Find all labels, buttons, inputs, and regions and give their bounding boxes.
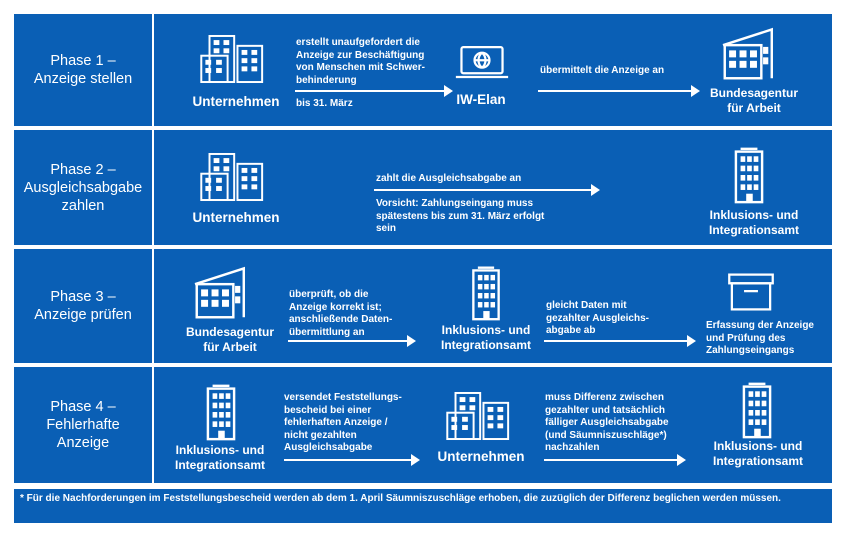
phase-4-mid-actor: Unternehmen [437, 449, 525, 464]
phase-4-step2-text: muss Differenz zwischen gezahlter und ta… [545, 392, 669, 453]
phase-1-actor-to: Bundesagentur für Arbeit [709, 86, 798, 115]
phase-3-arrow-2 [544, 335, 696, 347]
phase-1-arrow-2 [538, 85, 700, 97]
phase-4-step1-text: versendet Feststellungs- bescheid bei ei… [284, 392, 402, 453]
office-tower-icon [740, 381, 774, 439]
phase-2-step1-text: zahlt die Ausgleichsabgabe an [376, 173, 522, 184]
phase-3-band: Phase 3 – Anzeige prüfen Bundesagentur f… [14, 249, 832, 363]
phase-4-arrow-1 [284, 454, 420, 466]
phase-2-band: Phase 2 – Ausgleichsabgabe zahlen Untern… [14, 130, 832, 245]
phase-2-actor-from: Unternehmen [192, 210, 280, 225]
agency-building-icon [719, 26, 781, 80]
phase-4-band: Phase 4 – Fehlerhafte Anzeige Inklusions… [14, 367, 832, 483]
agency-building-icon [190, 265, 254, 319]
archive-box-icon [726, 272, 776, 312]
phase-3-title: Phase 3 – Anzeige prüfen [34, 289, 132, 323]
phase-1-band: Phase 1 – Anzeige stellen Unternehmen er… [14, 14, 832, 126]
phase-3-actor-to: Erfassung der Anzeige und Prüfung des Za… [706, 320, 814, 356]
phase-2-title: Phase 2 – Ausgleichsabgabe zahlen [23, 161, 143, 214]
phase-1-title-cell: Phase 1 – Anzeige stellen [14, 14, 154, 126]
phase-2-note: Vorsicht: Zahlungseingang muss spätesten… [376, 198, 545, 234]
phase-4-arrow-2 [544, 454, 686, 466]
phase-3-step2-text: gleicht Daten mit gezahlter Ausgleichs- … [546, 300, 649, 336]
phase-2-arrow-1 [374, 184, 600, 196]
phase-1-title: Phase 1 – Anzeige stellen [33, 53, 133, 87]
office-tower-icon [204, 383, 238, 441]
phase-4-actor-from: Inklusions- und Integrationsamt [174, 443, 265, 472]
phase-1-mid-actor: IW-Elan [456, 92, 506, 107]
phase-2-actor-to: Inklusions- und Integrationsamt [708, 208, 799, 237]
phase-1-step2-text: übermittelt die Anzeige an [540, 65, 665, 76]
office-tower-icon [732, 146, 766, 204]
phase-3-step1-text: überprüft, ob die Anzeige korrekt ist; a… [289, 289, 393, 338]
phase-1-arrow-1 [295, 85, 453, 97]
phase-4-title: Phase 4 – Fehlerhafte Anzeige [46, 399, 120, 451]
phase-4-actor-to: Inklusions- und Integrationsamt [712, 439, 803, 468]
phase-1-actor-from: Unternehmen [192, 94, 280, 109]
company-buildings-icon [198, 34, 272, 84]
phase-1-step1-deadline: bis 31. März [296, 98, 353, 109]
laptop-globe-icon [454, 44, 510, 82]
phase-3-mid-actor: Inklusions- und Integrationsamt [440, 323, 531, 352]
company-buildings-icon [198, 152, 272, 202]
phase-3-actor-from: Bundesagentur für Arbeit [185, 325, 274, 354]
phase-4-title-cell: Phase 4 – Fehlerhafte Anzeige [14, 367, 154, 483]
phase-3-arrow-1 [288, 335, 416, 347]
office-tower-icon [469, 265, 503, 321]
phase-2-title-cell: Phase 2 – Ausgleichsabgabe zahlen [14, 130, 154, 245]
phase-3-title-cell: Phase 3 – Anzeige prüfen [14, 249, 154, 363]
footnote-text: * Für die Nachforderungen im Feststellun… [20, 493, 781, 504]
phase-1-step1-text: erstellt unaufgefordert die Anzeige zur … [296, 37, 425, 86]
company-buildings-icon [444, 391, 518, 441]
footnote-box: * Für die Nachforderungen im Feststellun… [14, 489, 832, 523]
